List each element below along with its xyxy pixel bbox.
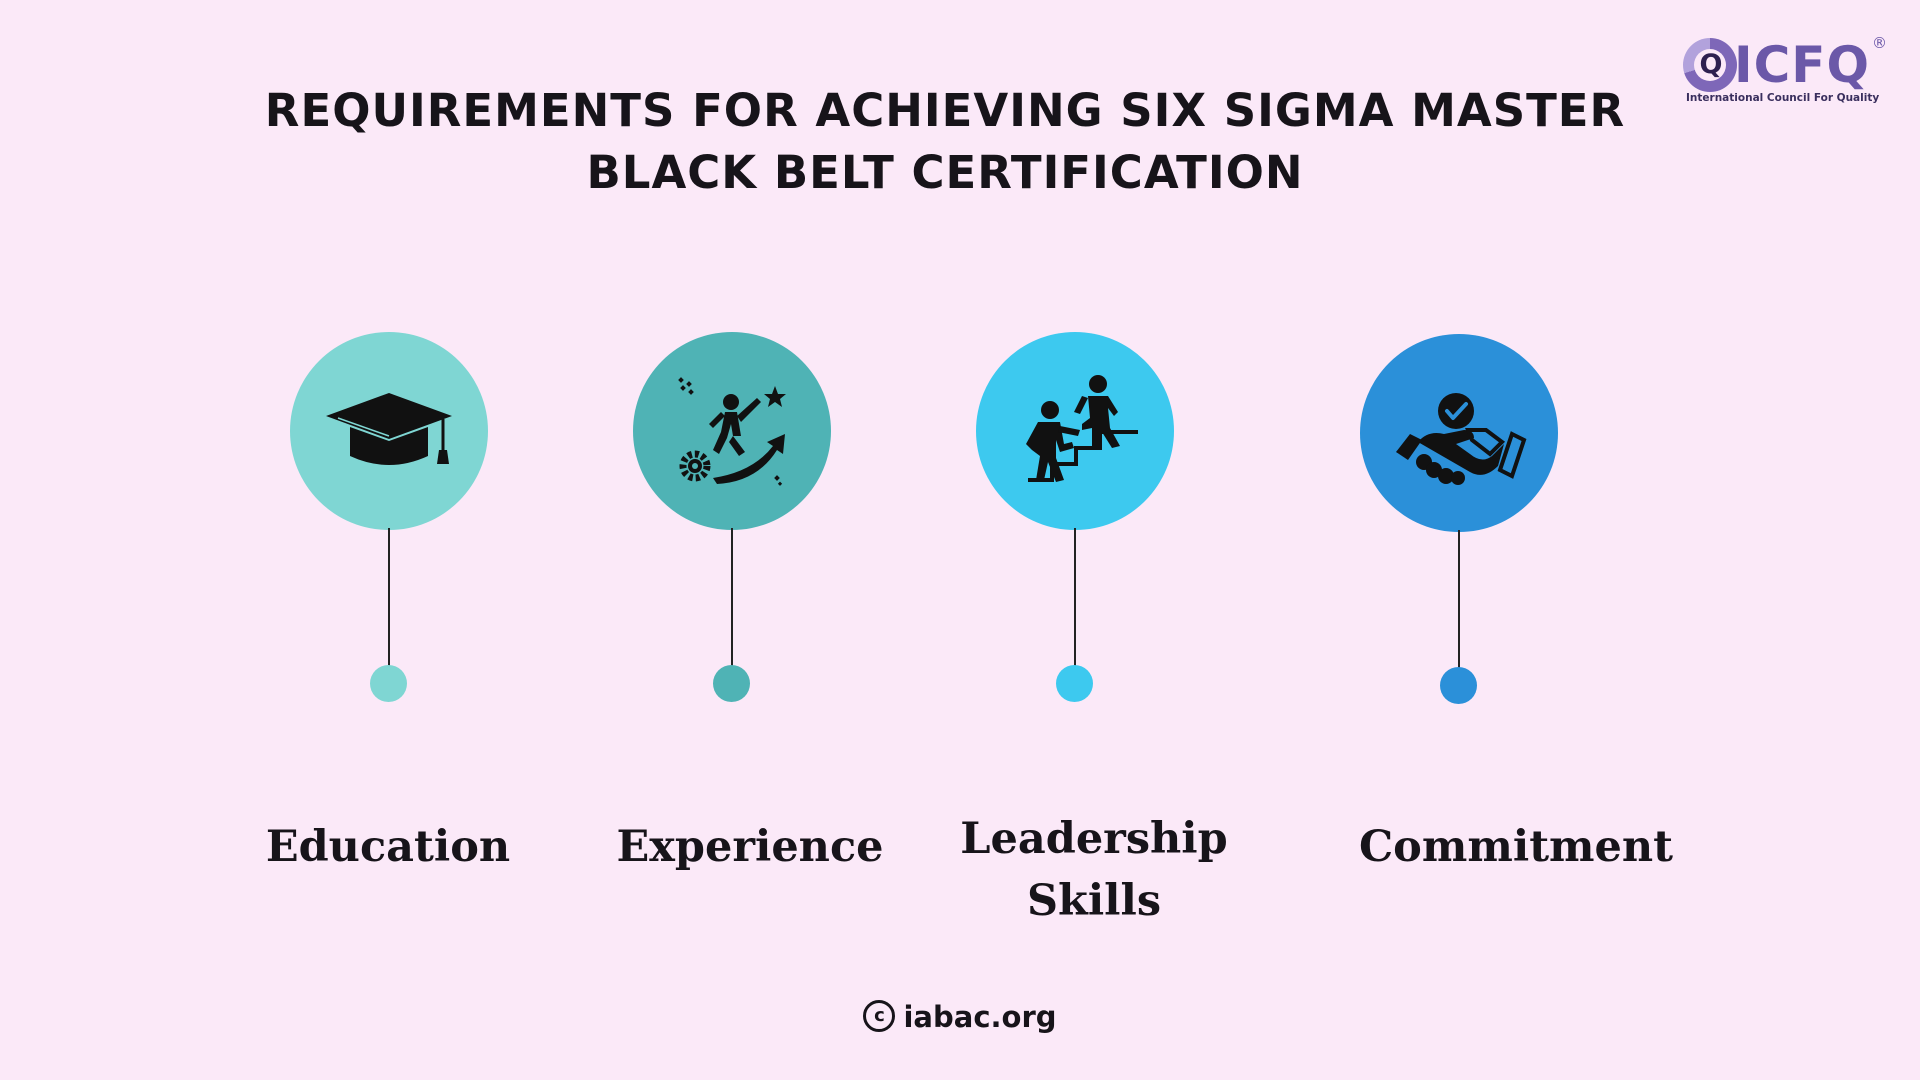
logo-registered-mark: ® xyxy=(1872,34,1887,52)
connector-line xyxy=(388,528,390,668)
graduation-cap-icon xyxy=(326,393,452,465)
copyright-icon: c xyxy=(863,1000,896,1032)
connector-dot xyxy=(713,665,750,702)
icfq-logo: Q ICFQ ® International Council For Quali… xyxy=(1680,34,1890,112)
footer-site: iabac.org xyxy=(903,1000,1057,1034)
connector-line xyxy=(1458,530,1460,670)
step-label: Leadership Skills xyxy=(960,814,1228,926)
connector-line xyxy=(1074,528,1076,668)
leading-up-stairs-icon xyxy=(1026,375,1138,482)
logo-tagline: International Council For Quality xyxy=(1686,92,1880,104)
title-line-1: REQUIREMENTS FOR ACHIEVING SIX SIGMA MAS… xyxy=(264,84,1626,137)
step-label: Education xyxy=(265,822,511,872)
logo-mark: Q xyxy=(1699,49,1723,80)
connector-dot xyxy=(1440,667,1477,704)
experience-circle xyxy=(633,332,831,530)
commitment-circle xyxy=(1360,334,1558,532)
logo-name: ICFQ xyxy=(1734,36,1870,94)
step-label: Experience xyxy=(616,822,884,872)
page-title: REQUIREMENTS FOR ACHIEVING SIX SIGMA MAS… xyxy=(0,80,1890,204)
logo-ring-icon xyxy=(1683,38,1737,92)
education-circle xyxy=(290,332,488,530)
leadership-circle xyxy=(976,332,1174,530)
climbing-growth-icon xyxy=(678,377,786,486)
connector-dot xyxy=(370,665,407,702)
connector-dot xyxy=(1056,665,1093,702)
title-line-2: BLACK BELT CERTIFICATION xyxy=(586,146,1304,199)
connector-line xyxy=(731,528,733,668)
step-label: Commitment xyxy=(1358,822,1674,872)
handshake-icon xyxy=(1396,393,1527,485)
